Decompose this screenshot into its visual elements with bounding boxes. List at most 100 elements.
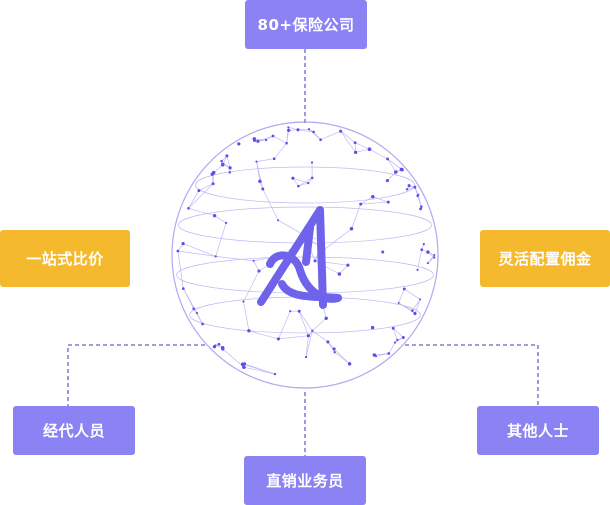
- mesh-edge: [288, 126, 299, 131]
- mesh-node: [391, 326, 395, 330]
- mesh-edge: [404, 288, 421, 300]
- mesh-edge: [215, 222, 227, 257]
- connector-bottom-right: [405, 344, 539, 406]
- mesh-node: [201, 322, 204, 326]
- mesh-node: [326, 340, 330, 344]
- node-brokers[interactable]: 经代人员: [13, 406, 135, 455]
- mesh-node: [353, 150, 358, 155]
- mesh-node: [324, 316, 328, 320]
- mesh-node: [359, 202, 363, 206]
- mesh-edge: [340, 130, 356, 153]
- mesh-node: [313, 259, 317, 263]
- mesh-node: [264, 138, 268, 142]
- mesh-edge: [188, 190, 200, 209]
- mesh-node: [367, 147, 372, 151]
- mesh-edge: [196, 312, 203, 325]
- mesh-edge: [242, 363, 276, 375]
- mesh-node: [277, 219, 280, 222]
- mesh-node: [394, 170, 398, 174]
- mesh-edge: [374, 353, 389, 356]
- mesh-node: [211, 182, 215, 186]
- mesh-node: [413, 311, 417, 316]
- mesh-edge: [387, 158, 397, 173]
- mesh-edge: [292, 177, 309, 184]
- node-other-people[interactable]: 其他人士: [477, 406, 599, 455]
- mesh-node: [181, 241, 185, 246]
- mesh-node: [426, 250, 430, 254]
- mesh-edge: [298, 311, 313, 331]
- mesh-node: [400, 167, 404, 172]
- mesh-edge: [198, 183, 214, 191]
- mesh-edge: [414, 187, 418, 197]
- mesh-node: [411, 309, 414, 312]
- mesh-node: [385, 179, 389, 183]
- mesh-node: [273, 372, 277, 376]
- mesh-node: [312, 130, 315, 134]
- mesh-edge: [327, 341, 335, 353]
- node-flexible-commission[interactable]: 灵活配置佣金: [480, 230, 610, 287]
- mesh-node: [370, 325, 375, 330]
- mesh-node: [261, 187, 265, 191]
- mesh-node: [276, 337, 280, 341]
- mesh-node: [372, 353, 377, 357]
- mesh-node: [224, 221, 228, 225]
- mesh-node: [339, 129, 343, 133]
- mesh-node: [304, 355, 308, 359]
- mesh-node: [422, 243, 425, 246]
- mesh-edge: [272, 135, 287, 144]
- mesh-node: [272, 157, 276, 161]
- mesh-edge: [257, 135, 274, 142]
- node-insurance-companies[interactable]: 80+保险公司: [245, 0, 367, 49]
- mesh-node: [401, 335, 405, 340]
- mesh-node: [297, 184, 300, 188]
- mesh-edge: [248, 330, 279, 340]
- sphere-outline: [171, 121, 439, 389]
- mesh-node: [287, 128, 291, 132]
- mesh-node: [197, 189, 201, 193]
- mesh-node: [433, 256, 436, 259]
- mesh-node: [397, 301, 400, 304]
- mesh-node: [433, 253, 436, 257]
- mesh-node: [332, 347, 336, 351]
- mesh-node: [242, 300, 245, 303]
- node-one-stop-compare[interactable]: 一站式比价: [0, 230, 130, 287]
- mesh-edge: [243, 301, 250, 331]
- mesh-node: [212, 214, 217, 218]
- mesh-node: [192, 307, 196, 311]
- mesh-edge: [387, 171, 397, 181]
- connector-bottom-left: [67, 344, 205, 406]
- mesh-edge: [278, 335, 309, 340]
- mesh-edge: [333, 348, 350, 365]
- mesh-node: [387, 352, 391, 355]
- node-direct-sales[interactable]: 直销业务员: [244, 456, 366, 505]
- mesh-edge: [214, 215, 227, 224]
- mesh-edge: [372, 196, 389, 203]
- mesh-node: [333, 351, 336, 354]
- mesh-node: [381, 250, 385, 254]
- mesh-edge: [354, 142, 370, 150]
- mesh-node: [347, 362, 352, 366]
- mesh-edge: [222, 348, 245, 368]
- mesh-node: [416, 268, 419, 271]
- mesh-node: [420, 248, 424, 252]
- mesh-node: [319, 138, 322, 142]
- mesh-node: [214, 255, 217, 258]
- mesh-node: [413, 185, 417, 189]
- mesh-node: [426, 262, 429, 265]
- mesh-node: [310, 176, 314, 180]
- mesh-node: [353, 141, 357, 145]
- mesh-edge: [369, 148, 388, 160]
- mesh-node: [285, 141, 288, 145]
- mesh-node: [211, 170, 216, 175]
- mesh-edge: [221, 160, 231, 169]
- mesh-edge: [298, 311, 309, 336]
- mesh-node: [220, 159, 223, 163]
- mesh-node: [187, 206, 190, 210]
- mesh-node: [228, 166, 232, 170]
- mesh-node: [258, 179, 262, 184]
- mesh-edge: [262, 188, 279, 221]
- mesh-edge: [297, 129, 314, 133]
- mesh-edge: [360, 201, 389, 205]
- mesh-edge: [243, 366, 276, 375]
